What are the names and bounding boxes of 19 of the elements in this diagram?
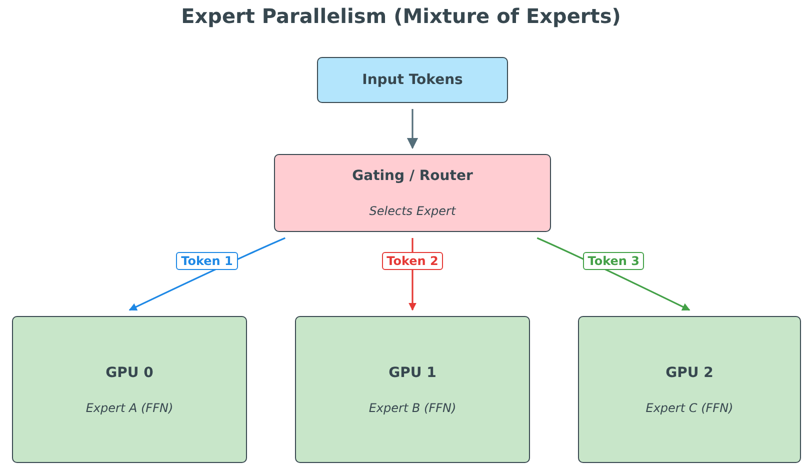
- node-title: GPU 2: [666, 364, 714, 380]
- edge-label: Token 2: [382, 252, 444, 270]
- gpu-box: [295, 316, 530, 463]
- node-subtitle: Expert A (FFN): [86, 400, 174, 414]
- edge-label: Token 1: [176, 252, 238, 270]
- node-subtitle: Selects Expert: [369, 204, 456, 218]
- edge-label: Token 3: [582, 252, 644, 270]
- arrow: [406, 109, 418, 150]
- node-title: GPU 0: [106, 364, 154, 380]
- gpu-box: [12, 316, 247, 463]
- node-title: Gating / Router: [352, 168, 473, 184]
- diagram-title: Expert Parallelism (Mixture of Experts): [180, 4, 622, 28]
- node-title: GPU 1: [388, 364, 436, 380]
- input-box: [317, 57, 508, 103]
- node-subtitle: Expert C (FFN): [646, 400, 734, 414]
- router-box: [274, 154, 551, 232]
- node-subtitle: Expert B (FFN): [368, 400, 456, 414]
- node-title: Input Tokens: [362, 72, 463, 88]
- gpu-box: [578, 316, 801, 463]
